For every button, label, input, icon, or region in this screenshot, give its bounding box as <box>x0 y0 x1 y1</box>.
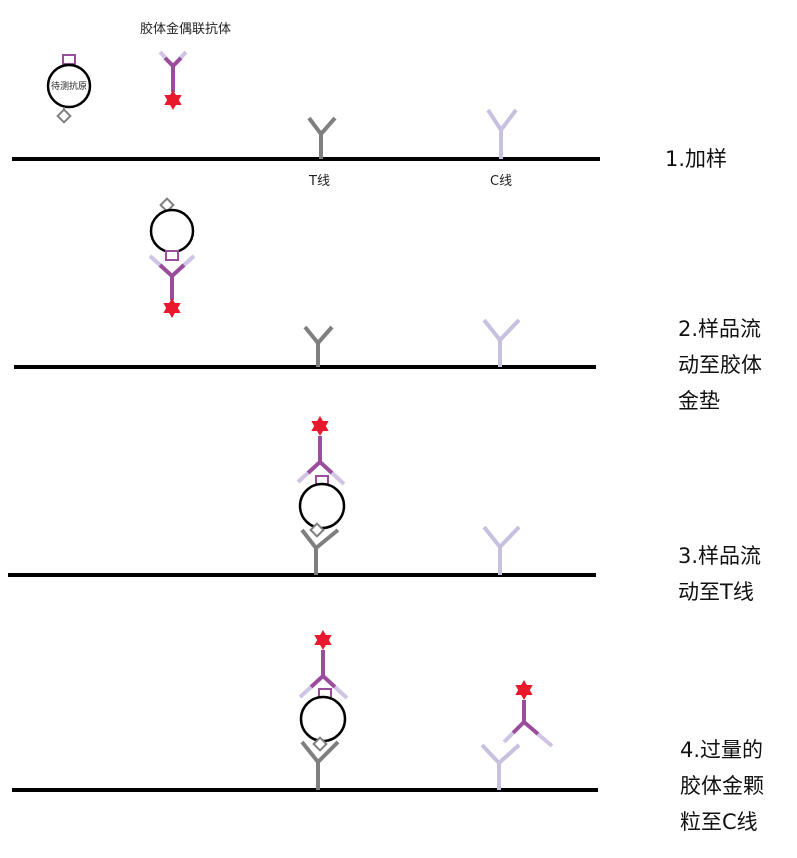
step-2-label: 2.样品流 动至胶体 金垫 <box>678 311 762 419</box>
step-3-line-2: 动至T线 <box>678 580 754 604</box>
step-3-line-1: 3.样品流 <box>678 544 762 568</box>
conjugate-antibody-1 <box>158 50 188 92</box>
step-1-line-1: 1.加样 <box>665 147 728 171</box>
step-3-label: 3.样品流 动至T线 <box>678 538 761 610</box>
step-4-line-3: 粒至C线 <box>680 810 758 834</box>
conjugate-antibody-3 <box>296 436 346 486</box>
step-1-label: 1.加样 <box>665 141 727 177</box>
step-2-line-2: 动至胶体 <box>678 353 762 377</box>
gold-particle-1 <box>164 90 182 110</box>
step-2-line-1: 2.样品流 <box>678 317 762 341</box>
t-line-antibody-4 <box>300 740 340 790</box>
conjugate-antibody-label: 胶体金偶联抗体 <box>140 22 232 37</box>
antigen-4 <box>299 688 347 752</box>
t-line-antibody-3 <box>300 528 340 575</box>
t-line-label: T线 <box>309 174 330 189</box>
c-line-antibody-2 <box>482 318 521 367</box>
antigen-3 <box>298 475 346 538</box>
c-line-antibody-1 <box>486 108 518 159</box>
conjugate-antibody-4 <box>298 650 349 700</box>
c-line-antibody-4 <box>480 743 521 790</box>
antigen-label: 待测抗原 <box>51 82 88 92</box>
t-line-antibody-2 <box>303 325 334 367</box>
t-line-antibody-1 <box>307 116 337 159</box>
gold-particle-3 <box>311 416 329 436</box>
c-line-label: C线 <box>490 174 513 189</box>
step-4-line-1: 4.过量的 <box>680 738 764 762</box>
gold-particle-5 <box>515 680 533 700</box>
conjugate-antibody-5 <box>502 700 554 748</box>
gold-particle-2 <box>163 298 181 318</box>
antigen-2 <box>149 197 195 261</box>
antigen-1 <box>46 54 92 124</box>
gold-particle-4 <box>314 630 332 650</box>
c-line-antibody-3 <box>482 525 521 575</box>
step-4-line-2: 胶体金颗 <box>680 774 764 798</box>
conjugate-antibody-2 <box>148 254 196 300</box>
step-4-label: 4.过量的 胶体金颗 粒至C线 <box>680 732 764 840</box>
step-2-line-3: 金垫 <box>678 389 720 413</box>
